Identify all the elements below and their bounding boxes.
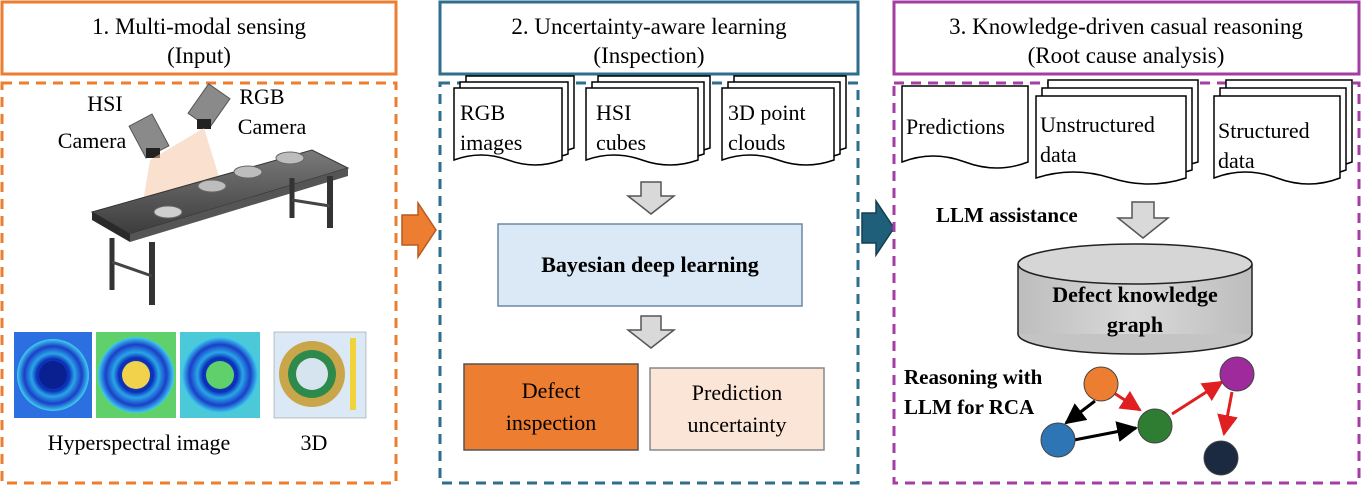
- kg-line2: graph: [1107, 312, 1163, 337]
- panel1-body: [0, 81, 398, 485]
- down-arrow-icon: [1115, 201, 1171, 239]
- structured-data-doc: [1213, 79, 1353, 185]
- hyperspectral-label: Hyperspectral image: [48, 430, 231, 455]
- structured-line2: data: [1218, 148, 1255, 173]
- defect-inspection-line2: inspection: [506, 410, 596, 435]
- edge-orange-to-blue: [1064, 399, 1096, 425]
- predictions-doc: [901, 85, 1029, 169]
- doc-3d-line1: 3D point: [728, 100, 806, 125]
- panel2-subtitle: (Inspection): [593, 43, 704, 68]
- bayesian-label: Bayesian deep learning: [541, 252, 759, 277]
- panel2-title-box: [438, 0, 860, 76]
- panel3-title-box: [892, 0, 1361, 76]
- panel1-title-box: [0, 0, 398, 76]
- panel3-body: [892, 81, 1361, 485]
- three-d-label: 3D: [301, 430, 328, 455]
- edge-purple-to-navy: [1217, 391, 1238, 437]
- bayesian-model-box: [497, 223, 803, 307]
- doc-rgb-line2: images: [460, 130, 522, 155]
- bearing-image-icon: [14, 332, 260, 418]
- graph-node-purple: [1219, 356, 1255, 392]
- unstructured-line1: Unstructured: [1040, 112, 1155, 137]
- edge-orange-to-green: [1113, 390, 1142, 412]
- defect-inspection-box: [463, 363, 639, 451]
- panel3-subtitle: (Root cause analysis): [1028, 43, 1225, 68]
- hsi-label: HSI: [87, 91, 122, 116]
- graph-node-orange: [1083, 366, 1119, 402]
- prediction-uncertainty-line2: uncertainty: [688, 412, 787, 437]
- rgb-camera-icon: [187, 83, 231, 129]
- unstructured-data-doc: [1035, 79, 1199, 185]
- defect-inspection-line1: Defect: [522, 378, 581, 403]
- hsi-camera-icon: [128, 113, 170, 159]
- doc-3d-line2: clouds: [728, 130, 785, 155]
- panel-multimodal-sensing: 1. Multi-modal sensing (Input) HSI Camer…: [0, 0, 398, 485]
- reasoning-line2: LLM for RCA: [904, 395, 1035, 419]
- knowledge-graph-cylinder: [1017, 243, 1253, 355]
- structured-line1: Structured: [1218, 118, 1310, 143]
- hsi-label-camera: Camera: [58, 128, 127, 153]
- hsi-cubes-doc: [585, 75, 711, 166]
- doc-rgb-line1: RGB: [460, 100, 505, 125]
- llm-assistance-label: LLM assistance: [936, 203, 1078, 227]
- reasoning-line1: Reasoning with: [904, 365, 1043, 389]
- predictions-label: Predictions: [906, 114, 1005, 139]
- arrow-learning-to-reasoning: [861, 198, 895, 258]
- doc-hsi-line2: cubes: [596, 130, 646, 155]
- rgb-label: RGB: [239, 84, 284, 109]
- panel1-title: 1. Multi-modal sensing: [92, 14, 307, 39]
- edge-blue-to-green: [1073, 421, 1139, 442]
- unstructured-line2: data: [1040, 142, 1077, 167]
- rgb-label-camera: Camera: [238, 114, 307, 139]
- edge-green-to-purple: [1171, 380, 1224, 416]
- point-cloud-icon: [273, 331, 367, 419]
- kg-line1: Defect knowledge: [1052, 282, 1218, 307]
- prediction-uncertainty-line1: Prediction: [692, 380, 782, 405]
- panel-uncertainty-learning: 2. Uncertainty-aware learning (Inspectio…: [438, 0, 860, 485]
- arrow-input-to-learning: [401, 200, 437, 260]
- rgb-images-doc: [453, 75, 575, 166]
- panel3-title: 3. Knowledge-driven casual reasoning: [949, 14, 1303, 39]
- prediction-uncertainty-box: [649, 367, 825, 451]
- doc-hsi-line1: HSI: [596, 100, 631, 125]
- panel2-title: 2. Uncertainty-aware learning: [511, 14, 787, 39]
- down-arrow-icon: [625, 181, 677, 215]
- graph-node-navy: [1203, 440, 1239, 476]
- point-clouds-doc: [721, 75, 847, 166]
- panel1-subtitle: (Input): [167, 43, 231, 68]
- panel-causal-reasoning: 3. Knowledge-driven casual reasoning (Ro…: [892, 0, 1361, 485]
- graph-node-blue: [1040, 422, 1076, 458]
- down-arrow-icon: [625, 315, 677, 349]
- conveyor-belt-icon: [90, 149, 350, 305]
- graph-node-green: [1137, 408, 1173, 444]
